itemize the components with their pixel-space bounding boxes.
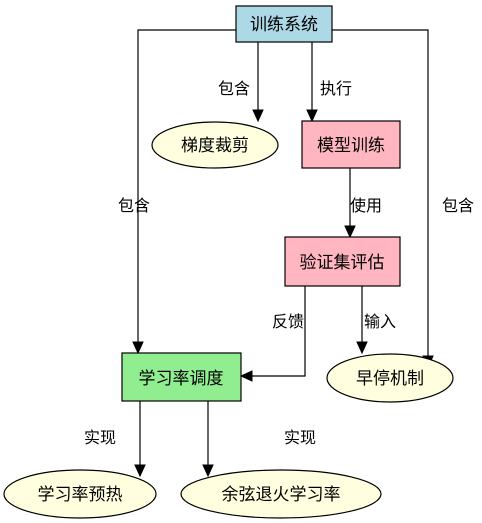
node-early-stopping[interactable]: 早停机制 xyxy=(326,353,454,403)
arrowhead xyxy=(252,109,264,123)
node-gradient-clipping[interactable]: 梯度裁剪 xyxy=(151,121,279,169)
arrowhead xyxy=(344,225,356,239)
arrowhead xyxy=(202,464,214,478)
node-label: 学习率调度 xyxy=(139,369,224,389)
node-box xyxy=(301,120,401,169)
node-ellipse xyxy=(151,121,279,169)
node-box xyxy=(284,236,401,287)
arrowhead xyxy=(306,109,318,123)
edge-system-to-lr-schedule xyxy=(137,29,236,342)
node-ellipse xyxy=(180,469,382,519)
edge-label-uses: 使用 xyxy=(350,196,382,215)
node-box xyxy=(121,352,242,402)
edge-label-input: 输入 xyxy=(364,312,396,331)
node-cosine-annealing[interactable]: 余弦退火学习率 xyxy=(180,469,382,519)
node-ellipse xyxy=(3,469,157,519)
node-label: 早停机制 xyxy=(356,369,424,389)
node-training-system[interactable]: 训练系统 xyxy=(235,5,333,43)
node-label: 训练系统 xyxy=(250,15,318,35)
node-ellipse xyxy=(326,353,454,403)
node-validation-eval[interactable]: 验证集评估 xyxy=(284,236,401,287)
edge-label-feedback: 反馈 xyxy=(272,312,304,331)
node-label: 梯度裁剪 xyxy=(181,136,249,156)
edge-label-contains: 包含 xyxy=(118,196,150,215)
node-box xyxy=(235,5,333,43)
node-model-training[interactable]: 模型训练 xyxy=(301,120,401,169)
node-lr-schedule[interactable]: 学习率调度 xyxy=(121,352,242,402)
node-label: 验证集评估 xyxy=(300,253,385,273)
edge-label-implements: 实现 xyxy=(84,428,116,447)
edge-system-to-early-stopping xyxy=(332,29,429,356)
arrowhead xyxy=(239,370,253,382)
node-lr-warmup[interactable]: 学习率预热 xyxy=(3,469,157,519)
arrowhead xyxy=(356,341,368,355)
edge-label-contains: 包含 xyxy=(218,79,250,98)
arrowhead xyxy=(132,341,144,355)
edge-label-executes: 执行 xyxy=(320,79,352,98)
node-label: 学习率预热 xyxy=(38,485,123,505)
edge-label-contains: 包含 xyxy=(442,196,474,215)
node-label: 模型训练 xyxy=(317,136,385,156)
arrowhead xyxy=(134,464,146,478)
edge-label-implements: 实现 xyxy=(284,428,316,447)
node-label: 余弦退火学习率 xyxy=(222,485,341,505)
edge-validation-to-lr-schedule xyxy=(252,286,306,377)
